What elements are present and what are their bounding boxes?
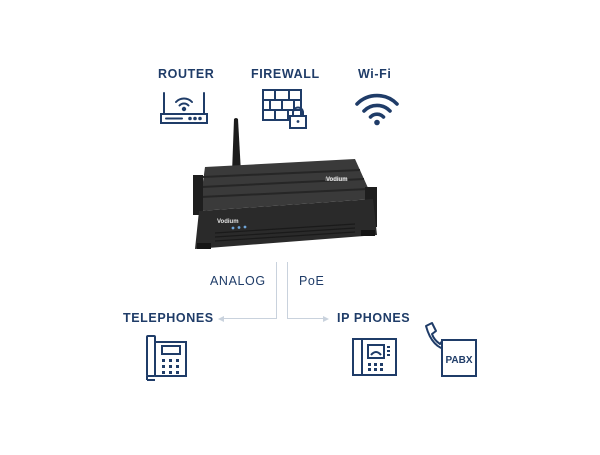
poe-label: PoE bbox=[299, 274, 325, 288]
wifi-label: Wi-Fi bbox=[358, 67, 392, 81]
analog-horizontal-line bbox=[224, 318, 277, 319]
firewall-label: FIREWALL bbox=[251, 67, 320, 81]
telephones-label: TELEPHONES bbox=[123, 311, 214, 325]
analog-arrow bbox=[218, 315, 224, 322]
ip-phone-icon bbox=[352, 338, 397, 376]
wifi-icon bbox=[355, 93, 399, 126]
handset-icon bbox=[425, 322, 452, 351]
pabx-icon: PABX bbox=[425, 322, 477, 377]
router-icon bbox=[160, 92, 208, 124]
router-label: ROUTER bbox=[158, 67, 215, 81]
front-brand-text: Vodium bbox=[217, 219, 239, 225]
pabx-text: PABX bbox=[445, 355, 472, 366]
analog-label: ANALOG bbox=[210, 274, 266, 288]
analog-phone-icon bbox=[146, 335, 187, 381]
firewall-icon bbox=[262, 89, 307, 129]
gateway-device: Vodium Vodium bbox=[193, 118, 377, 249]
poe-arrow bbox=[323, 315, 329, 322]
poe-horizontal-line bbox=[287, 318, 323, 319]
top-brand-text: Vodium bbox=[326, 177, 348, 183]
analog-vertical-line bbox=[276, 262, 277, 318]
lock-icon bbox=[289, 106, 307, 129]
ip-phones-label: IP PHONES bbox=[337, 311, 411, 325]
poe-vertical-line bbox=[287, 262, 288, 318]
